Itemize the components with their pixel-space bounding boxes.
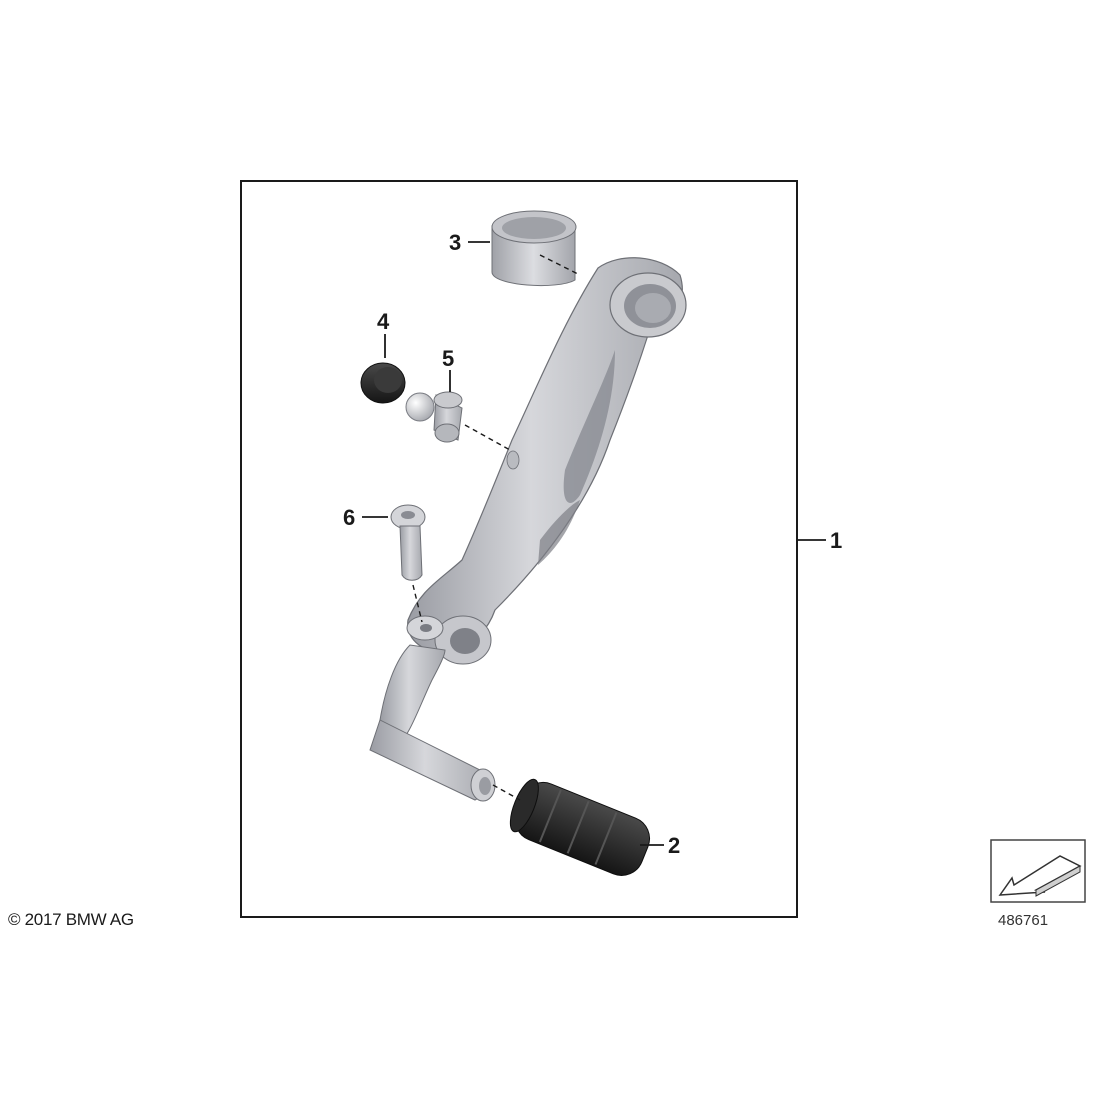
callout-2: 2 xyxy=(668,833,680,858)
bushing-leader-dash xyxy=(539,254,581,276)
bolt-leader-dash xyxy=(412,584,423,623)
front-direction-arrow-icon xyxy=(990,839,1086,903)
shift-lever-arm xyxy=(369,257,687,802)
callout-1: 1 xyxy=(830,528,842,553)
rubber-cap xyxy=(360,362,406,404)
callout-4: 4 xyxy=(377,309,390,334)
callout-5: 5 xyxy=(442,346,454,371)
bolt xyxy=(390,504,426,581)
ball-stud-leader-dash xyxy=(464,424,511,451)
ball-stud xyxy=(405,391,463,443)
diagram-reference-number: 486761 xyxy=(998,912,1049,929)
footpeg-leader-dash xyxy=(492,784,521,801)
copyright-notice: © 2017 BMW AG xyxy=(8,910,134,929)
bushing xyxy=(491,210,577,287)
footpeg-rubber xyxy=(509,778,651,876)
assembly-frame xyxy=(240,180,798,918)
callout-6: 6 xyxy=(343,505,355,530)
callout-3: 3 xyxy=(449,230,461,255)
